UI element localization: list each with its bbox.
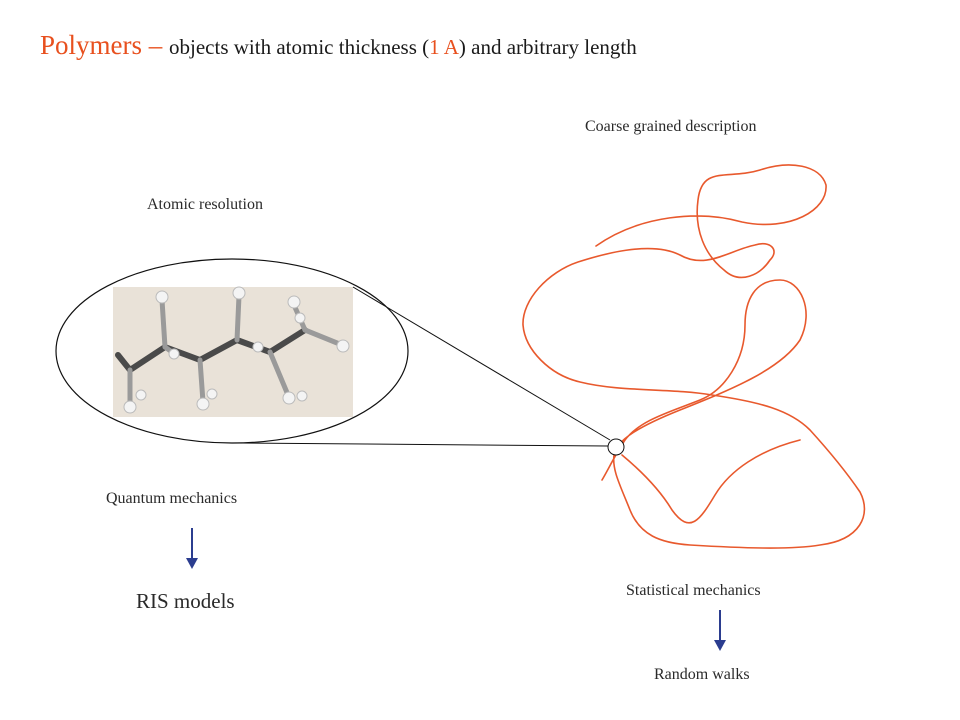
- atomic-resolution-label: Atomic resolution: [147, 196, 263, 213]
- title-accent: Polymers: [40, 30, 143, 60]
- molecule-photo: [113, 286, 353, 417]
- random-walks-label: Random walks: [654, 666, 750, 683]
- zoom-ellipse: [55, 258, 409, 444]
- arrow-down-icon: [186, 528, 198, 569]
- quantum-mechanics-label: Quantum mechanics: [106, 490, 238, 507]
- polymer-chain: [522, 164, 866, 549]
- coarse-grained-label: Coarse grained description: [585, 118, 757, 135]
- polymer-chain-tail: [621, 439, 801, 524]
- statistical-mechanics-label: Statistical mechanics: [626, 582, 761, 599]
- title-part-1: objects with atomic thickness (: [169, 35, 430, 59]
- zoom-line-top: [352, 286, 611, 441]
- zoom-line-bottom: [237, 442, 609, 447]
- title-unit: 1 A: [429, 35, 459, 59]
- arrow-down-icon: [714, 610, 726, 651]
- ris-models-label: RIS models: [136, 589, 235, 613]
- title-dash: –: [142, 30, 170, 60]
- zoom-focus-circle: [607, 438, 625, 456]
- slide-title: Polymers – objects with atomic thickness…: [40, 30, 637, 61]
- title-part-3: ) and arbitrary length: [458, 35, 637, 59]
